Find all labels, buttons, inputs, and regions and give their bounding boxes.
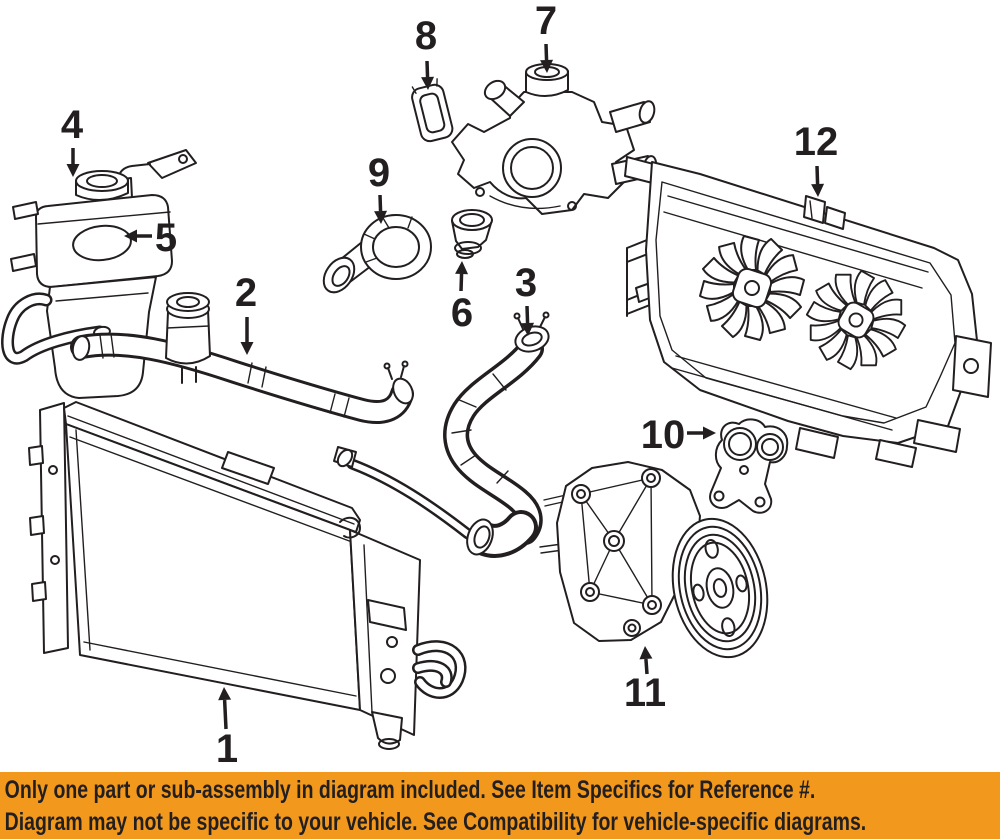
- callout-arrowhead-12: [811, 183, 825, 197]
- callout-arrow-7: [544, 43, 549, 61]
- thermostat-housing-drawing: [451, 63, 658, 215]
- callout-coolant-reservoir: 5: [124, 216, 177, 260]
- callout-number-1: 1: [216, 727, 238, 771]
- callout-mounting-clamp: 8: [415, 14, 437, 90]
- disclaimer-banner: Only one part or sub-assembly in diagram…: [0, 772, 1000, 839]
- callout-number-10: 10: [641, 413, 686, 457]
- callout-number-5: 5: [155, 216, 177, 260]
- callout-number-8: 8: [415, 14, 437, 58]
- callout-arrowhead-1: [218, 687, 232, 701]
- radiator-drawing: [28, 401, 467, 750]
- callout-number-2: 2: [235, 271, 257, 315]
- callout-water-pump: 11: [624, 646, 666, 715]
- callout-arrowhead-3: [521, 322, 535, 336]
- callout-number-12: 12: [794, 120, 839, 164]
- upper-hose-drawing: [70, 292, 414, 424]
- callout-number-9: 9: [368, 151, 390, 195]
- banner-line-1: Only one part or sub-assembly in diagram…: [4, 776, 816, 804]
- callout-arrowhead-6: [455, 261, 469, 275]
- callout-arrowhead-10: [703, 426, 716, 440]
- callout-lower-radiator-hose: 3: [515, 261, 537, 336]
- callout-arrow-9: [378, 194, 383, 212]
- fan-shroud-drawing: [624, 156, 992, 468]
- callout-number-4: 4: [61, 103, 84, 147]
- callout-upper-radiator-hose: 2: [235, 271, 257, 355]
- water-pump-gasket-drawing: [709, 418, 789, 514]
- callout-arrow-11: [644, 658, 649, 675]
- callout-arrowhead-9: [374, 210, 388, 224]
- callout-housing-cover: 9: [368, 151, 390, 224]
- callout-arrowhead-5: [124, 229, 137, 243]
- callout-arrowhead-7: [540, 59, 554, 73]
- callout-arrow-1: [222, 699, 228, 730]
- callout-arrow-8: [425, 60, 430, 78]
- water-pump-drawing: [539, 461, 769, 659]
- callout-number-3: 3: [515, 261, 537, 305]
- coolant-reservoir-drawing: [1, 149, 197, 399]
- callout-thermostat-housing: 7: [535, 0, 557, 73]
- callout-thermostat: 6: [451, 261, 473, 335]
- mounting-clamp-drawing: [411, 78, 454, 143]
- housing-cover-drawing: [322, 214, 432, 294]
- callout-number-11: 11: [624, 671, 666, 715]
- callout-arrowhead-4: [66, 164, 80, 177]
- lower-hose-drawing: [333, 311, 550, 558]
- callout-arrowhead-11: [639, 646, 653, 660]
- callout-arrow-6: [459, 273, 464, 292]
- callout-fan-shroud-assembly: 12: [794, 120, 839, 197]
- callout-radiator: 1: [216, 687, 238, 771]
- banner-line-2: Diagram may not be specific to your vehi…: [4, 808, 867, 836]
- callout-arrowhead-2: [240, 342, 254, 355]
- callout-arrowhead-8: [421, 76, 435, 90]
- thermostat-drawing: [451, 209, 493, 259]
- callout-reservoir-cap: 4: [61, 103, 84, 177]
- callout-water-pump-gasket: 10: [641, 413, 716, 457]
- callout-number-7: 7: [535, 0, 557, 43]
- callout-arrow-3: [525, 305, 530, 324]
- callout-number-6: 6: [451, 291, 473, 335]
- callout-arrow-12: [815, 165, 820, 185]
